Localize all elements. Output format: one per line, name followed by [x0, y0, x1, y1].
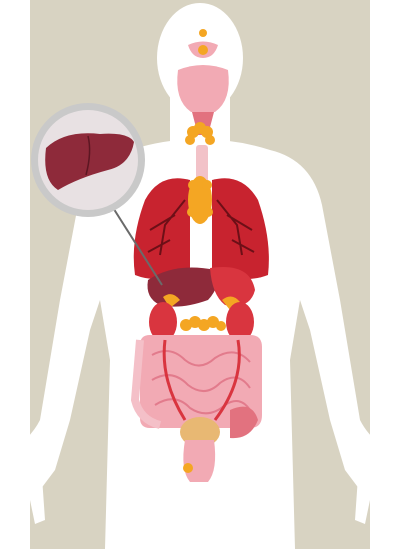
thymus — [187, 176, 213, 224]
